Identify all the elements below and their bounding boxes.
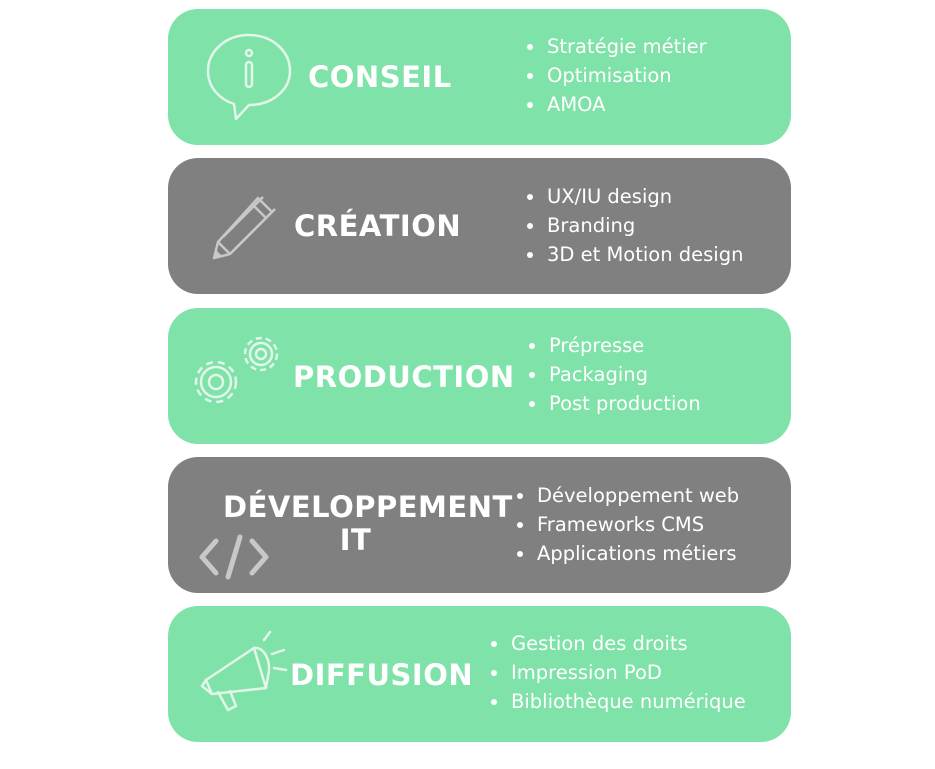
card-title: CONSEIL	[308, 60, 452, 94]
list-item: Stratégie métier	[525, 32, 707, 61]
card-item-list: Stratégie métier Optimisation AMOA	[525, 32, 707, 119]
service-card-developpement-it: DÉVELOPPEMENT IT Développement web Frame…	[168, 457, 791, 593]
list-item: Branding	[525, 211, 743, 240]
megaphone-icon	[198, 628, 288, 714]
list-item: AMOA	[525, 90, 707, 119]
card-item-list: Développement web Frameworks CMS Applica…	[515, 481, 739, 568]
service-card-production: PRODUCTION Prépresse Packaging Post prod…	[168, 308, 791, 444]
card-title: CRÉATION	[294, 209, 462, 243]
list-item: Packaging	[527, 360, 701, 389]
list-item: Gestion des droits	[489, 629, 746, 658]
service-card-conseil: CONSEIL Stratégie métier Optimisation AM…	[168, 9, 791, 145]
list-item: 3D et Motion design	[525, 240, 743, 269]
list-item: Développement web	[515, 481, 739, 510]
card-item-list: Prépresse Packaging Post production	[527, 331, 701, 418]
list-item: UX/IU design	[525, 182, 743, 211]
list-item: Bibliothèque numérique	[489, 687, 746, 716]
pencil-icon	[208, 192, 280, 264]
card-title-line-2: IT	[339, 523, 372, 557]
code-brackets-icon	[198, 531, 270, 583]
list-item: Impression PoD	[489, 658, 746, 687]
card-title: PRODUCTION	[293, 360, 515, 394]
list-item: Prépresse	[527, 331, 701, 360]
card-title: DIFFUSION	[290, 658, 474, 692]
info-speech-bubble-icon	[204, 31, 294, 123]
list-item: Applications métiers	[515, 539, 739, 568]
service-card-creation: CRÉATION UX/IU design Branding 3D et Mot…	[168, 158, 791, 294]
card-item-list: UX/IU design Branding 3D et Motion desig…	[525, 182, 743, 269]
list-item: Optimisation	[525, 61, 707, 90]
gears-icon	[186, 332, 286, 412]
service-card-diffusion: DIFFUSION Gestion des droits Impression …	[168, 606, 791, 742]
list-item: Frameworks CMS	[515, 510, 739, 539]
card-item-list: Gestion des droits Impression PoD Biblio…	[489, 629, 746, 716]
card-title: DÉVELOPPEMENT IT	[223, 490, 513, 557]
list-item: Post production	[527, 389, 701, 418]
card-title-line-1: DÉVELOPPEMENT	[223, 490, 513, 524]
